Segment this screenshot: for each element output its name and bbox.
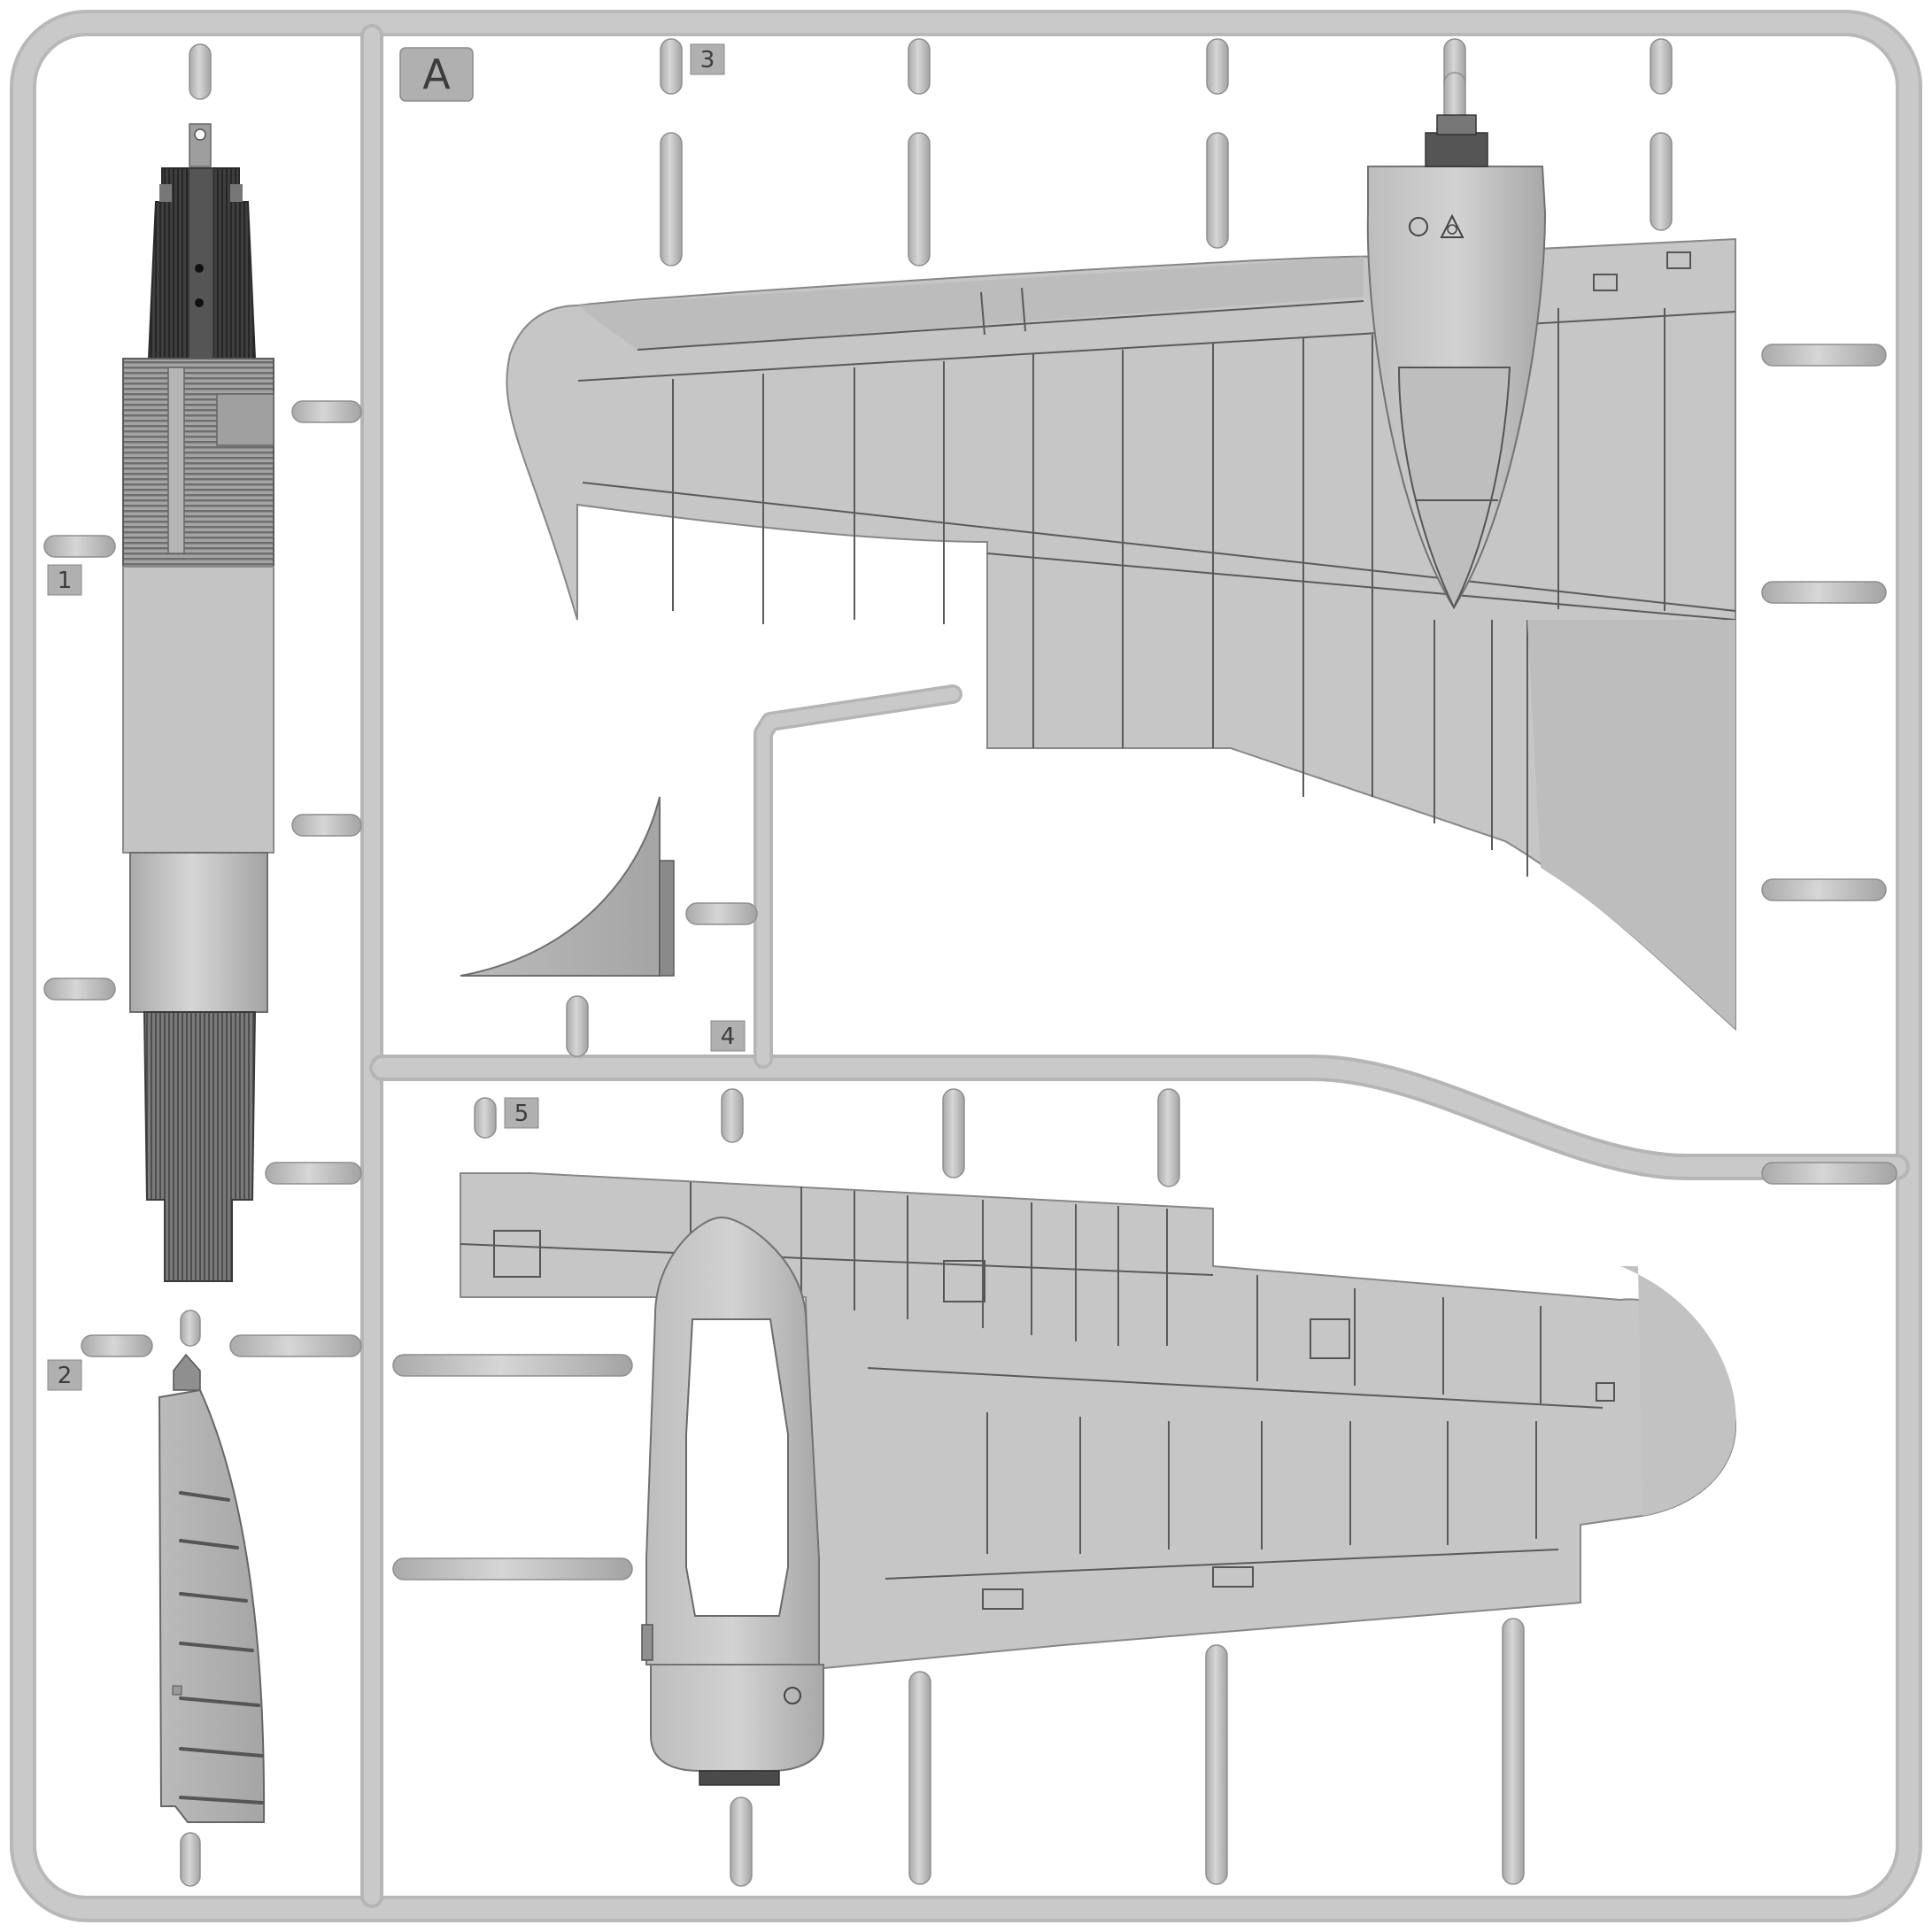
part-1 (122, 123, 274, 1282)
part-number-badge (710, 1020, 746, 1052)
part-3 (506, 114, 1736, 1032)
part-number-2: 2 (58, 1363, 73, 1389)
sprue-gates (43, 38, 1897, 1887)
part-number-4: 4 (721, 1024, 736, 1050)
part-number-badge (47, 564, 82, 596)
part-number-badge (504, 1097, 539, 1129)
part-number-5: 5 (514, 1101, 529, 1127)
part-number-1: 1 (58, 568, 73, 594)
part-number-badge (690, 43, 725, 75)
sprue-runners (10, 10, 1922, 1922)
sprue-letter: A (422, 50, 451, 98)
part-number-badge (47, 1359, 82, 1391)
part-number-3: 3 (700, 47, 715, 73)
sprue-letter-badge (399, 47, 474, 102)
part-2 (158, 1353, 266, 1823)
part-5 (460, 1172, 1737, 1786)
part-4 (460, 796, 675, 977)
